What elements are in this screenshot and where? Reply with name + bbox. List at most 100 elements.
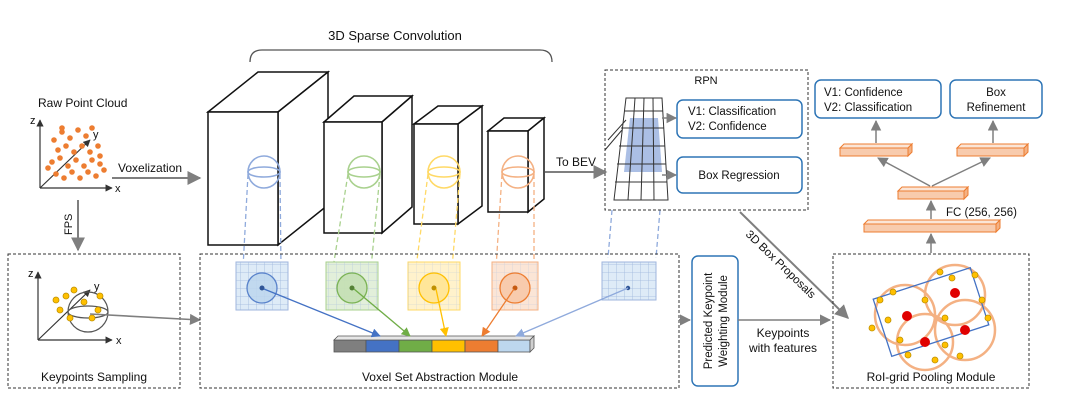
- raw-point: [89, 157, 95, 163]
- raw-point: [65, 163, 71, 169]
- roi-red-points: [902, 288, 970, 347]
- bev-grid: [604, 97, 669, 201]
- classification-line2: V2: Confidence: [688, 121, 767, 133]
- kp-axis-z-label: z: [28, 268, 34, 280]
- vsa-grid-bev: [601, 261, 657, 301]
- roi-keypoint: [889, 288, 897, 296]
- raw-point: [59, 129, 65, 135]
- confidence-line1: V1: Confidence: [824, 87, 903, 99]
- raw-point: [57, 155, 63, 161]
- raw-point: [87, 149, 93, 155]
- arrow-orange: [481, 288, 515, 337]
- fc-bar-left: [838, 142, 914, 158]
- keypoint: [70, 286, 78, 294]
- raw-point: [49, 159, 55, 165]
- fc-bar-right: [955, 142, 1030, 158]
- pkw-line1: Predicted Keypoint: [703, 272, 715, 369]
- raw-point: [89, 125, 95, 131]
- kp-feat-line2: with features: [748, 341, 817, 355]
- roi-keypoint: [896, 336, 904, 344]
- keypoint: [66, 314, 74, 322]
- roi-circles: [873, 263, 997, 372]
- roi-keypoint: [941, 314, 949, 322]
- keypoint: [52, 296, 60, 304]
- roi-keypoint: [948, 274, 956, 282]
- refinement-box: [949, 79, 1043, 119]
- roi-grid-label: RoI-grid Pooling Module: [867, 370, 996, 384]
- vsa-grid-yellow: [407, 261, 461, 311]
- sphere-yellow: [427, 155, 461, 189]
- arrow-green: [353, 288, 411, 337]
- vsa-grid-blue: [235, 261, 289, 311]
- arrow-yellow: [435, 288, 449, 337]
- roi-keypoint: [904, 351, 912, 359]
- kp-axes: z x y: [28, 268, 122, 347]
- raw-point: [61, 175, 67, 181]
- classification-line1: V1: Classification: [688, 106, 776, 118]
- raw-point: [97, 153, 103, 159]
- fc-bar-bottom: [862, 218, 1002, 234]
- fc-bar-middle: [896, 185, 970, 201]
- raw-point: [83, 133, 89, 139]
- keypoint: [80, 298, 88, 306]
- raw-point: [73, 157, 79, 163]
- raw-point: [53, 171, 59, 177]
- axis-y-label: y: [93, 129, 99, 141]
- raw-point: [79, 143, 85, 149]
- fc-label: FC (256, 256): [946, 207, 1017, 219]
- raw-point: [51, 137, 57, 143]
- raw-point: [69, 169, 75, 175]
- raw-point: [71, 149, 77, 155]
- keypoint: [94, 306, 102, 314]
- raw-point: [93, 173, 99, 179]
- vsa-label: Voxel Set Abstraction Module: [362, 370, 518, 384]
- keypoints: [52, 286, 104, 322]
- roi-keypoint: [978, 296, 986, 304]
- voxelization-label: Voxelization: [118, 161, 182, 175]
- raw-point: [77, 175, 83, 181]
- roi-grid-frame: [832, 253, 1030, 389]
- conv-block-3: [411, 104, 485, 226]
- raw-point: [81, 163, 87, 169]
- raw-point: [67, 135, 73, 141]
- raw-point: [59, 125, 65, 131]
- sparse-conv-title: 3D Sparse Convolution: [328, 28, 462, 43]
- roi-keypoint: [941, 341, 949, 349]
- brace: [249, 49, 553, 63]
- axis-x-label: x: [115, 183, 121, 195]
- keypoint: [96, 292, 104, 300]
- roi-keypoint: [971, 271, 979, 279]
- head-arrows: [870, 119, 999, 253]
- sphere-green: [347, 155, 381, 189]
- raw-point: [75, 127, 81, 133]
- sphere-blue: [247, 155, 281, 189]
- raw-point: [45, 165, 51, 171]
- arrow-bev: [515, 287, 629, 337]
- raw-point: [97, 161, 103, 167]
- raw-point: [85, 169, 91, 175]
- proposals-arrow: [739, 211, 849, 319]
- kp-to-vsa-arrow: [89, 313, 202, 326]
- sphere-orange: [501, 155, 535, 189]
- proposals-label: 3D Box Proposals: [743, 229, 818, 302]
- confidence-line2: V2: Classification: [824, 102, 912, 114]
- roi-keypoints: [868, 268, 992, 364]
- conv-block-2: [321, 94, 415, 235]
- feature-vector: [333, 335, 535, 353]
- keypoints-sampling-label: Keypoints Sampling: [41, 370, 147, 384]
- projection-lines: [242, 173, 661, 269]
- roi-keypoint: [884, 316, 892, 324]
- conv-block-4: [485, 116, 547, 214]
- roi-keypoint: [868, 324, 876, 332]
- keypoint: [56, 306, 64, 314]
- kp-feat-line1: Keypoints: [757, 326, 810, 340]
- keypoints-sampling-frame: [7, 253, 181, 389]
- axis-z-label: z: [30, 115, 36, 127]
- rpn-frame: [604, 69, 809, 211]
- fps-label: FPS: [63, 214, 75, 235]
- roi-keypoint: [921, 296, 929, 304]
- refinement-line2: Refinement: [967, 102, 1027, 114]
- roi-keypoint: [876, 296, 884, 304]
